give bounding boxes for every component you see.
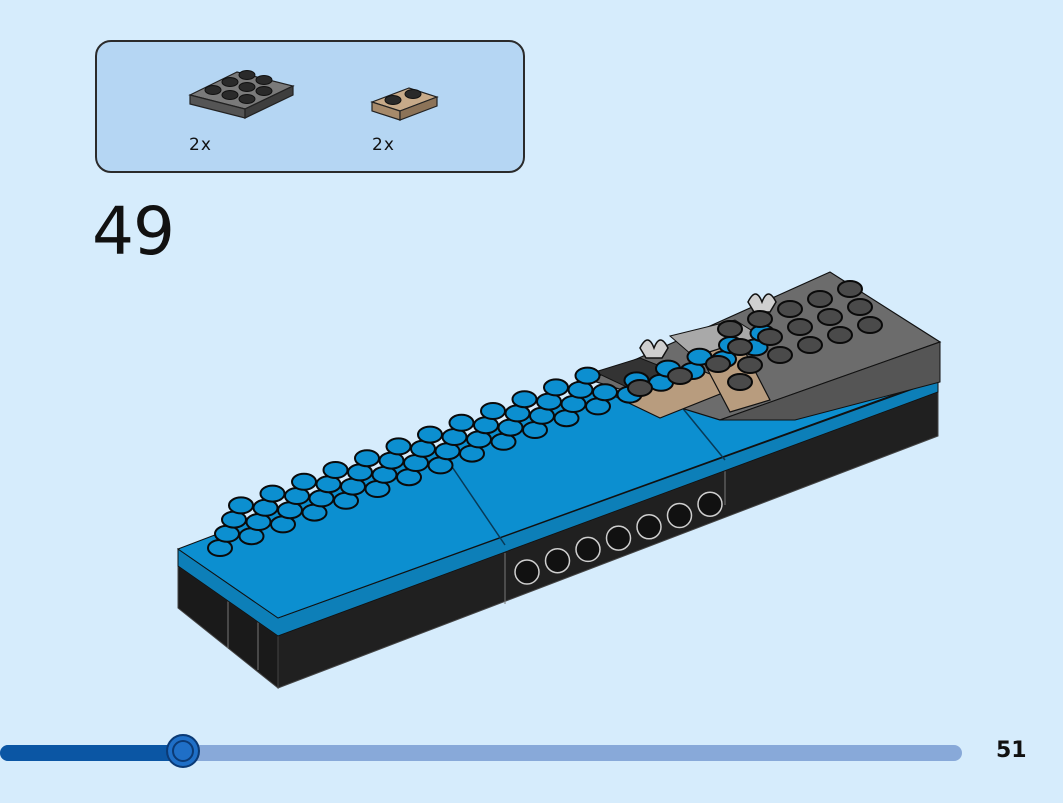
stud [767,346,793,364]
plate-quantity-1: 2x [189,135,212,155]
stud [543,378,569,397]
progress-knob [165,734,200,768]
stud [777,300,803,318]
parts-callout: 2x 2x [95,40,525,173]
tan-plate-icon [370,87,439,121]
stud [667,367,693,385]
technic-hole [605,525,632,551]
technic-hole [514,559,540,585]
technic-hole [697,491,723,517]
stud [354,449,380,468]
stud [757,328,783,346]
progress-bar [0,734,962,768]
plate-quantity-2: 2x [372,135,395,155]
stud [385,437,412,456]
page-number: 51 [996,738,1027,763]
stud [737,356,763,374]
step-number: 49 [92,193,175,270]
stud [480,402,506,420]
dark-gray-plate-icon [188,70,295,119]
stud [511,390,538,409]
stud [807,290,833,308]
technic-hole [575,536,601,563]
stud [857,316,883,334]
stud [417,425,443,444]
technic-hole [544,547,571,574]
stud [837,280,863,298]
technic-hole [666,502,693,529]
technic-hole [636,514,662,540]
progress-fill [0,745,183,761]
stud [448,413,475,432]
stud [787,318,813,336]
stud [627,379,653,397]
stud [847,298,873,316]
stud [817,308,843,326]
stud [291,472,317,491]
stud [574,366,601,385]
stud [717,320,743,338]
stud [797,336,823,354]
stud [747,310,773,328]
stud [592,383,618,402]
stud [827,326,853,344]
stud [322,461,349,479]
stud [727,338,753,356]
stud [228,496,254,515]
stud [259,484,286,503]
stud [705,355,731,373]
stud [727,373,753,391]
